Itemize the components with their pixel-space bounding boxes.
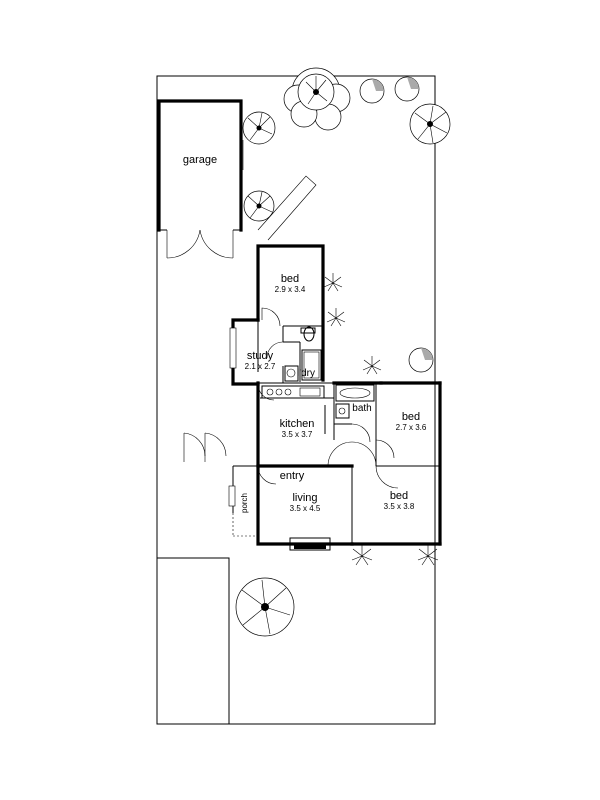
bed2-dims: 2.7 x 3.6 (396, 423, 427, 432)
pathway (257, 175, 317, 241)
boundary-notch (156, 462, 230, 724)
property-boundary (156, 75, 436, 725)
side-gate (183, 432, 227, 462)
porch-label: porch (240, 493, 249, 513)
laundry-label: l'dry (297, 368, 315, 379)
bed3-dims: 3.5 x 3.8 (384, 502, 415, 511)
doors (257, 307, 399, 489)
study-dims: 2.1 x 2.7 (245, 362, 276, 371)
tree-bottom-left (235, 577, 295, 637)
study-label: study (247, 350, 274, 362)
kitchen-label: kitchen (280, 418, 315, 430)
bed2-label: bed (402, 411, 420, 423)
bath-label: bath (352, 403, 371, 414)
tree-top-small-2 (394, 76, 420, 102)
kitchen-dims: 3.5 x 3.7 (282, 430, 313, 439)
bed3-label: bed (390, 490, 408, 502)
fixtures (261, 326, 375, 419)
tree-garage-2 (243, 190, 275, 222)
shrubs (323, 273, 439, 566)
tree-right (409, 103, 451, 145)
bed1-label: bed (281, 273, 299, 285)
entry-label: entry (280, 470, 305, 482)
garage-label: garage (183, 154, 217, 166)
tree-top-small-1 (359, 78, 385, 104)
living-dims: 3.5 x 4.5 (290, 504, 321, 513)
living-label: living (292, 492, 317, 504)
shrub-near-bath (408, 347, 434, 373)
tree-garage-1 (242, 111, 276, 145)
bed1-dims: 2.9 x 3.4 (275, 285, 306, 294)
tree-top-large (283, 67, 351, 131)
garage (157, 99, 244, 259)
